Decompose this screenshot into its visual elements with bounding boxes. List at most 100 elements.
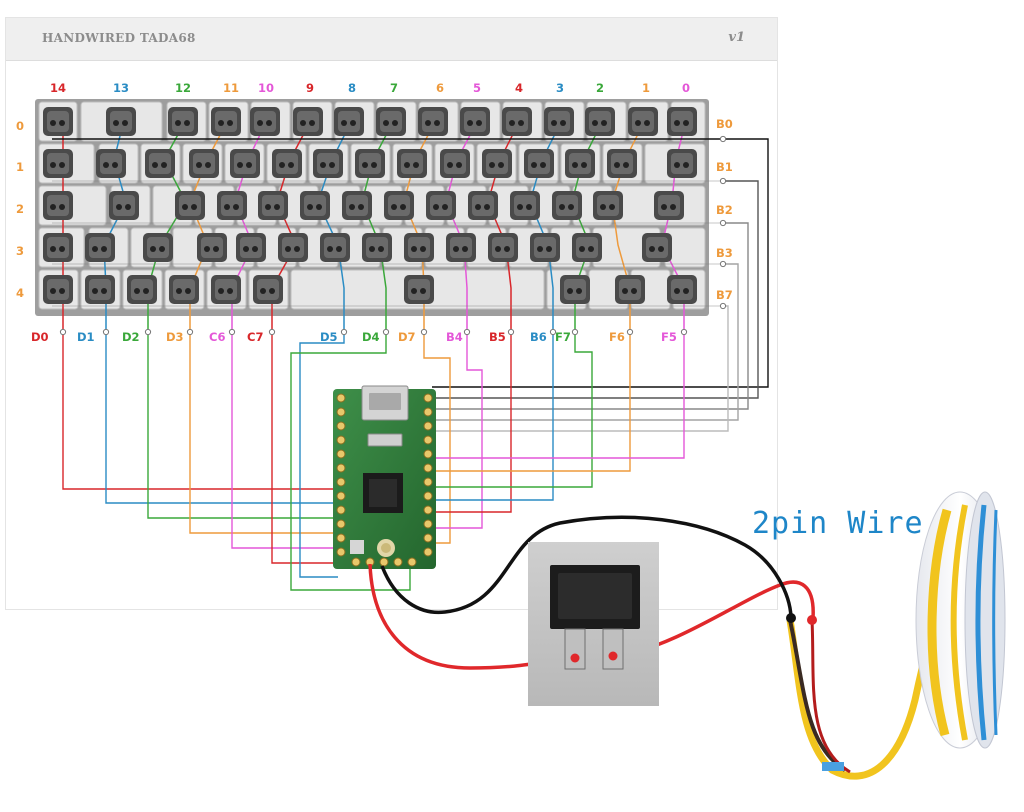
- col-pin-label: D3: [166, 330, 184, 344]
- key-switch: [230, 149, 260, 178]
- key-switch: [593, 191, 623, 220]
- key-switch: [217, 191, 247, 220]
- board-pin: [423, 463, 433, 473]
- board-pin: [336, 407, 346, 417]
- key-switch: [211, 275, 241, 304]
- key-switch: [524, 149, 554, 178]
- key-switch: [446, 233, 476, 262]
- col-pin-label: B6: [530, 330, 547, 344]
- key-switch: [510, 191, 540, 220]
- key-switch: [278, 233, 308, 262]
- key-switch: [628, 107, 658, 136]
- key-switch: [404, 233, 434, 262]
- key-switch: [169, 275, 199, 304]
- board-pin: [423, 491, 433, 501]
- col-pin-label: D2: [122, 330, 140, 344]
- power-black-wire: [380, 515, 793, 618]
- board-pin: [423, 519, 433, 529]
- key-switch: [145, 149, 175, 178]
- rocker-switch: [528, 542, 659, 706]
- key-switch: [488, 233, 518, 262]
- col-label: 13: [113, 81, 129, 95]
- key-switch: [43, 191, 73, 220]
- pin-terminal: [102, 328, 110, 336]
- key-switch: [43, 275, 73, 304]
- key-switch: [404, 275, 434, 304]
- panel-header: HANDWIRED TADA68 v1: [6, 18, 777, 61]
- column-numbers: 14 13 12 11 10 9 8 7 6 5 4 3 2 1 0: [50, 81, 690, 95]
- board-pin: [336, 393, 346, 403]
- key-switch: [189, 149, 219, 178]
- col-pin-label: D0: [31, 330, 49, 344]
- pin-terminal: [340, 328, 348, 336]
- board-pin: [336, 421, 346, 431]
- col-pin-label: D1: [77, 330, 95, 344]
- power-red-wire-2: [619, 580, 815, 658]
- pin-terminal: [626, 328, 634, 336]
- board-pin: [407, 557, 417, 567]
- row-pin-labels: B0 B1 B2 B3 B7: [716, 117, 733, 302]
- key-switch: [143, 233, 173, 262]
- key-switch: [607, 149, 637, 178]
- board-pin: [336, 491, 346, 501]
- col-label: 12: [175, 81, 191, 95]
- key-switch: [96, 149, 126, 178]
- col-pin-label: D7: [398, 330, 416, 344]
- col-pin-label: D5: [320, 330, 338, 344]
- key-switch: [253, 275, 283, 304]
- col-label: 1: [642, 81, 650, 95]
- row-pin-label: B1: [716, 160, 733, 174]
- pin-terminal: [549, 328, 557, 336]
- key-switch: [482, 149, 512, 178]
- diagram-title: HANDWIRED TADA68: [42, 31, 196, 45]
- key-switch: [384, 191, 414, 220]
- key-switch: [197, 233, 227, 262]
- board-pin: [336, 547, 346, 557]
- col-label: 8: [348, 81, 356, 95]
- pin-terminal: [59, 328, 67, 336]
- teensy-board: [333, 385, 436, 569]
- col-label: 5: [473, 81, 481, 95]
- pin-terminal: [719, 177, 727, 185]
- key-switch: [300, 191, 330, 220]
- pin-terminal: [382, 328, 390, 336]
- board-pin: [423, 477, 433, 487]
- key-switch: [460, 107, 490, 136]
- key-switch: [667, 107, 697, 136]
- key-switch: [426, 191, 456, 220]
- board-pin: [336, 519, 346, 529]
- col-label: 4: [515, 81, 523, 95]
- board-pins: [336, 393, 433, 567]
- pin-terminal: [719, 219, 727, 227]
- row-bus-wires: [432, 138, 769, 432]
- col-label: 0: [682, 81, 690, 95]
- key-switch: [250, 107, 280, 136]
- key-switch: [175, 191, 205, 220]
- col-label: 14: [50, 81, 66, 95]
- row-pin-label: B7: [716, 288, 733, 302]
- row-label: 2: [16, 202, 24, 216]
- key-switch: [667, 149, 697, 178]
- key-switch: [418, 107, 448, 136]
- col-label: 2: [596, 81, 604, 95]
- key-switch: [43, 233, 73, 262]
- col-label: 11: [223, 81, 239, 95]
- key-switch: [293, 107, 323, 136]
- board-pin: [423, 393, 433, 403]
- key-switch: [565, 149, 595, 178]
- col-label: 7: [390, 81, 398, 95]
- wire-annotation: 2pin Wire: [752, 506, 924, 541]
- board-pin: [336, 477, 346, 487]
- row-label: 4: [16, 286, 24, 300]
- row-numbers: 0 1 2 3 4: [16, 119, 24, 300]
- column-pin-labels: D0 D1 D2 D3 C6 C7 D5 D4 D7 B4 B5 B6 F7 F…: [31, 330, 677, 344]
- key-switch: [615, 275, 645, 304]
- col-pin-label: B4: [446, 330, 463, 344]
- pin-terminal: [719, 135, 727, 143]
- key-switch: [440, 149, 470, 178]
- key-switch: [552, 191, 582, 220]
- key-switch: [654, 191, 684, 220]
- pin-terminal: [719, 302, 727, 310]
- key-switch: [211, 107, 241, 136]
- pin-terminal: [228, 328, 236, 336]
